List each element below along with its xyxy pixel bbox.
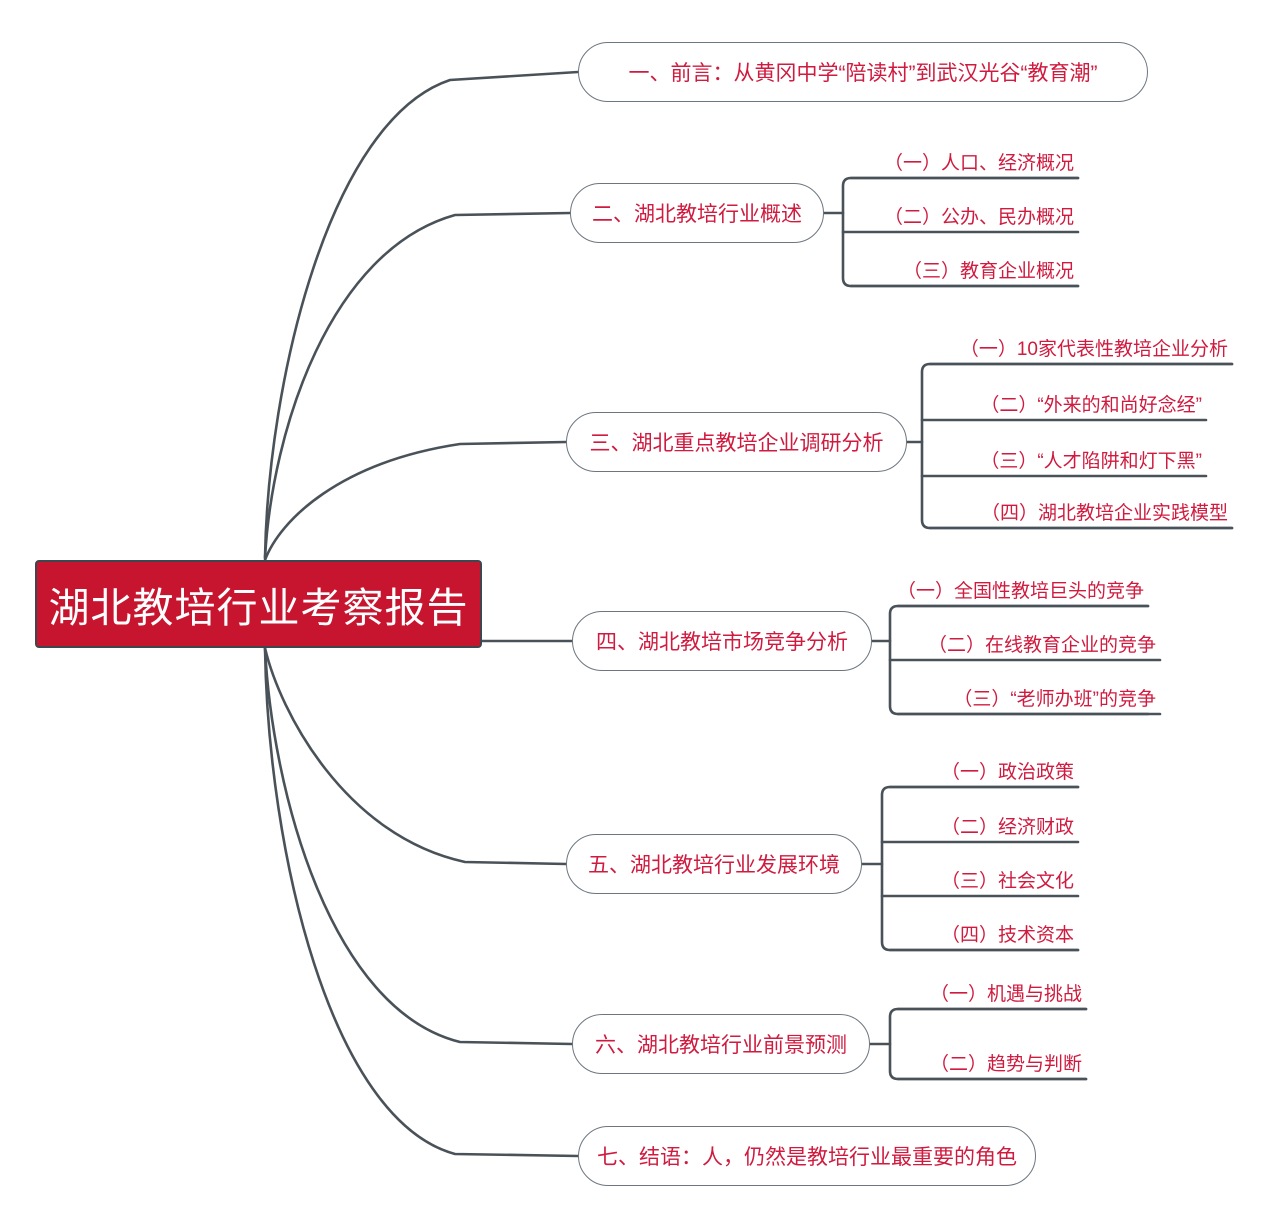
branch-node-7[interactable]: 七、结语：人，仍然是教培行业最重要的角色 <box>578 1126 1036 1186</box>
child-leaf-b3-c2-label: （二）“外来的和尚好念经” <box>980 395 1202 416</box>
edge-root-to-branch-5 <box>263 646 568 866</box>
branch-node-4[interactable]: 四、湖北教培市场竞争分析 <box>572 611 872 671</box>
child-leaf-b2-c1-label: （一）人口、经济概况 <box>883 153 1074 174</box>
branch-node-1-label: 一、前言：从黄冈中学“陪读村”到武汉光谷“教育潮” <box>628 62 1098 85</box>
child-leaf-b4-c3[interactable]: （三）“老师办班”的竞争 <box>910 678 1160 714</box>
edge-root-to-branch-3 <box>263 440 568 562</box>
branch-node-3-label: 三、湖北重点教培企业调研分析 <box>589 432 884 455</box>
branch-node-3[interactable]: 三、湖北重点教培企业调研分析 <box>566 412 907 472</box>
child-leaf-b5-c4[interactable]: （四）技术资本 <box>908 914 1078 950</box>
edge-root-to-branch-1 <box>263 70 580 560</box>
child-leaf-b5-c1-label: （一）政治政策 <box>940 762 1074 783</box>
child-leaf-b2-c3-label: （三）教育企业概况 <box>902 261 1074 282</box>
edge-root-to-branch-6 <box>263 646 574 1046</box>
child-leaf-b5-c2-label: （二）经济财政 <box>940 817 1074 838</box>
child-leaf-b2-c2[interactable]: （二）公办、民办概况 <box>868 196 1078 232</box>
child-leaf-b4-c1[interactable]: （一）全国性教培巨头的竞争 <box>897 570 1148 606</box>
branch-node-5[interactable]: 五、湖北教培行业发展环境 <box>566 834 862 894</box>
child-leaf-b3-c3-label: （三）“人才陷阱和灯下黑” <box>980 451 1202 472</box>
edge-root-to-branch-7 <box>263 646 580 1158</box>
root-node-label: 湖北教培行业考察报告 <box>48 585 469 631</box>
child-leaf-b5-c2[interactable]: （二）经济财政 <box>908 806 1078 842</box>
branch-node-6-label: 六、湖北教培行业前景预测 <box>595 1034 847 1057</box>
child-leaf-b3-c2[interactable]: （二）“外来的和尚好念经” <box>946 384 1206 420</box>
child-leaf-b5-c3-label: （三）社会文化 <box>940 871 1074 892</box>
child-leaf-b2-c2-label: （二）公办、民办概况 <box>883 207 1074 228</box>
branch-node-5-label: 五、湖北教培行业发展环境 <box>588 854 840 877</box>
root-node[interactable]: 湖北教培行业考察报告 <box>35 560 482 648</box>
child-leaf-b3-c4[interactable]: （四）湖北教培企业实践模型 <box>946 492 1232 528</box>
branch-node-2-label: 二、湖北教培行业概述 <box>592 203 802 226</box>
child-leaf-b2-c3[interactable]: （三）教育企业概况 <box>868 250 1078 286</box>
child-leaf-b3-c1[interactable]: （一）10家代表性教培企业分析 <box>946 328 1232 364</box>
child-leaf-b5-c3[interactable]: （三）社会文化 <box>908 860 1078 896</box>
child-leaf-b3-c4-label: （四）湖北教培企业实践模型 <box>980 503 1228 524</box>
child-leaf-b3-c1-label: （一）10家代表性教培企业分析 <box>959 339 1228 360</box>
child-leaf-b5-c4-label: （四）技术资本 <box>940 925 1074 946</box>
child-leaf-b5-c1[interactable]: （一）政治政策 <box>908 751 1078 787</box>
child-leaf-b4-c2-label: （二）在线教育企业的竞争 <box>927 635 1156 656</box>
child-leaf-b6-c1-label: （一）机遇与挑战 <box>929 984 1082 1005</box>
child-leaf-b6-c2-label: （二）趋势与判断 <box>929 1054 1082 1075</box>
child-leaf-b4-c2[interactable]: （二）在线教育企业的竞争 <box>910 624 1160 660</box>
branch-node-1[interactable]: 一、前言：从黄冈中学“陪读村”到武汉光谷“教育潮” <box>578 42 1148 102</box>
child-leaf-b3-c3[interactable]: （三）“人才陷阱和灯下黑” <box>946 440 1206 476</box>
branch-node-7-label: 七、结语：人，仍然是教培行业最重要的角色 <box>597 1146 1017 1169</box>
child-leaf-b4-c1-label: （一）全国性教培巨头的竞争 <box>896 581 1144 602</box>
child-leaf-b4-c3-label: （三）“老师办班”的竞争 <box>953 689 1156 710</box>
branch-node-6[interactable]: 六、湖北教培行业前景预测 <box>572 1014 870 1074</box>
child-leaf-b2-c1[interactable]: （一）人口、经济概况 <box>868 142 1078 178</box>
branch-node-4-label: 四、湖北教培市场竞争分析 <box>596 631 848 654</box>
edge-root-to-branch-2 <box>263 211 572 560</box>
branch-node-2[interactable]: 二、湖北教培行业概述 <box>570 183 824 243</box>
child-leaf-b6-c1[interactable]: （一）机遇与挑战 <box>916 973 1086 1009</box>
child-leaf-b6-c2[interactable]: （二）趋势与判断 <box>916 1043 1086 1079</box>
